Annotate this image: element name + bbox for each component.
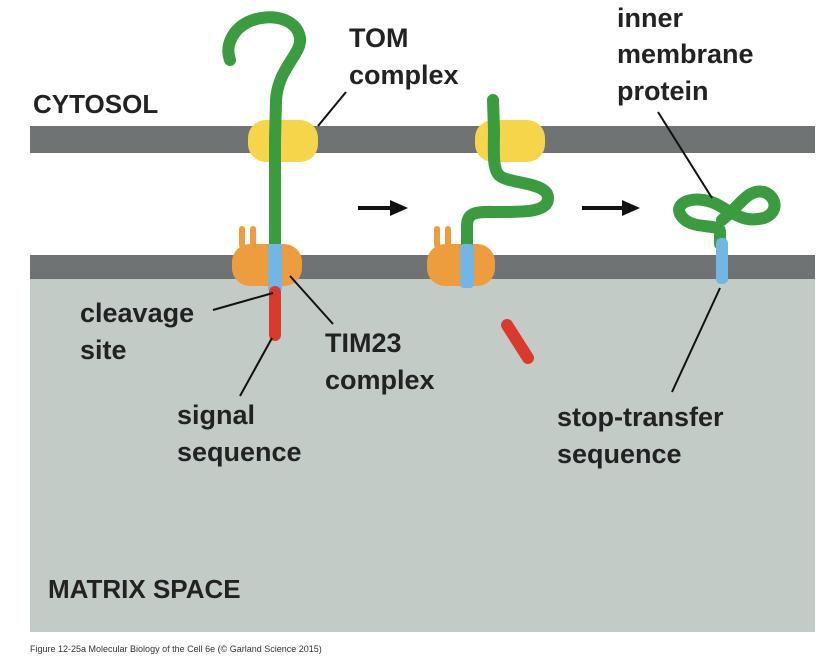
- cleavage-site-label: cleavage: [80, 298, 194, 328]
- tom-leader-line: [317, 91, 347, 127]
- tom-complex-label: complex: [349, 60, 459, 90]
- step-arrow: [582, 200, 640, 216]
- matrix-space-region: [30, 278, 815, 632]
- step-arrow: [358, 200, 408, 216]
- inner-membrane-protein-label: inner: [617, 3, 684, 33]
- stage-2: [427, 94, 555, 364]
- tim23-prong: [250, 226, 256, 248]
- inner-membrane-protein-label: protein: [617, 76, 709, 106]
- outer-membrane: [30, 126, 815, 153]
- tom-complex-shape: [475, 120, 545, 162]
- stop-transfer-segment: [716, 238, 728, 284]
- stage-1: [222, 11, 318, 341]
- inner-protein-leader-line: [657, 111, 713, 199]
- inner-membrane: [30, 255, 815, 279]
- inner-membrane-protein-label: membrane: [617, 39, 754, 69]
- tom-complex-label: TOM: [349, 23, 409, 53]
- stop-transfer-label: sequence: [557, 439, 682, 469]
- cleaved-signal-sequence: [501, 319, 534, 364]
- tim23-leader-line: [289, 275, 334, 325]
- inner-membrane-protein-chain: [673, 185, 781, 250]
- figure-caption: Figure 12-25a Molecular Biology of the C…: [30, 644, 322, 654]
- tim23-prong: [445, 226, 451, 248]
- protein-chain: [461, 94, 555, 252]
- precursor-protein-chain: [222, 11, 306, 250]
- tim23-complex-shape: [232, 244, 302, 286]
- tim23-complex-label: TIM23: [325, 328, 402, 358]
- stop-transfer-leader-line: [671, 287, 721, 393]
- tom-complex-shape: [248, 120, 318, 162]
- cleavage-site-label: site: [80, 335, 127, 365]
- stop-transfer-label: stop-transfer: [557, 402, 724, 432]
- signal-sequence-label: signal: [177, 400, 255, 430]
- stage-3: [673, 185, 781, 284]
- tim23-prong: [434, 226, 440, 248]
- signal-leader-line: [239, 337, 273, 397]
- tim23-prong: [239, 226, 245, 248]
- stop-transfer-segment: [268, 244, 282, 290]
- cleavage-leader-line: [212, 292, 274, 311]
- cytosol-label: CYTOSOL: [33, 89, 158, 119]
- stop-transfer-segment: [460, 244, 474, 288]
- matrix-space-label: MATRIX SPACE: [48, 574, 241, 604]
- signal-sequence-label: sequence: [177, 437, 302, 467]
- tim23-complex-label: complex: [325, 365, 435, 395]
